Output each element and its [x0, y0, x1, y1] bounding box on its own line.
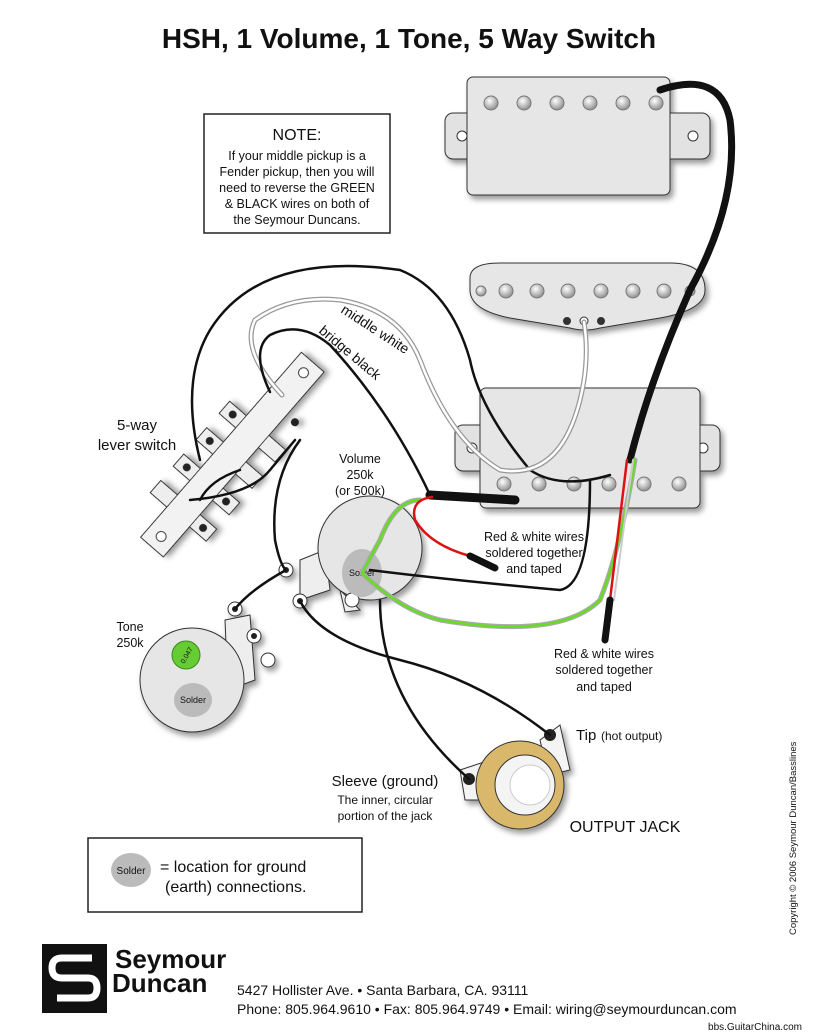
- legend-text: = location for ground: [160, 859, 306, 876]
- output-jack-label: OUTPUT JACK: [570, 819, 681, 836]
- output-jack: [459, 724, 571, 830]
- volume-value: 250k: [346, 468, 374, 482]
- volume-alt-value: (or 500k): [335, 484, 385, 498]
- sleeve-note: The inner, circular: [337, 793, 432, 807]
- red-white-note: Red & white wires: [484, 530, 584, 544]
- legend-box: Solder = location for ground (earth) con…: [87, 837, 363, 913]
- note-heading: NOTE:: [273, 127, 322, 144]
- red-white-note: Red & white wires: [554, 647, 654, 661]
- bridge-humbucker: [454, 387, 721, 509]
- solder-spot: [174, 683, 212, 717]
- red-white-note: and taped: [506, 562, 562, 576]
- middle-single-coil: [469, 262, 706, 331]
- note-line: & BLACK wires on both of: [225, 197, 370, 211]
- wires: [188, 80, 736, 781]
- page-title: HSH, 1 Volume, 1 Tone, 5 Way Switch: [162, 23, 656, 54]
- capacitor: 0.047: [171, 640, 201, 670]
- tone-label: Tone: [116, 620, 143, 634]
- note-line: need to reverse the GREEN: [219, 181, 375, 195]
- footer-address: 5427 Hollister Ave. • Santa Barbara, CA.…: [237, 982, 529, 998]
- tip-note: (hot output): [601, 729, 662, 743]
- neck-humbucker: [444, 76, 711, 196]
- sleeve-label: Sleeve (ground): [332, 773, 439, 790]
- switch-label: lever switch: [98, 437, 176, 454]
- brand-name: Seymour: [115, 944, 226, 974]
- five-way-switch[interactable]: [124, 338, 341, 571]
- seymour-duncan-logo: Seymour Duncan: [42, 944, 226, 1013]
- switch-label: 5-way: [117, 417, 158, 434]
- note-line: If your middle pickup is a: [228, 149, 366, 163]
- footer-contact: Phone: 805.964.9610 • Fax: 805.964.9749 …: [237, 1001, 737, 1017]
- sleeve-note: portion of the jack: [338, 809, 434, 823]
- copyright: Copyright © 2006 Seymour Duncan/Bassline…: [788, 741, 799, 935]
- legend-text: (earth) connections.: [165, 879, 306, 896]
- red-white-note: soldered together: [555, 663, 652, 677]
- tone-value: 250k: [116, 636, 144, 650]
- volume-label: Volume: [339, 452, 381, 466]
- red-white-note: soldered together: [485, 546, 582, 560]
- tone-pot[interactable]: [139, 601, 276, 733]
- note-line: the Seymour Duncans.: [233, 213, 360, 227]
- note-line: Fender pickup, then you will: [220, 165, 375, 179]
- red-white-note: and taped: [576, 680, 632, 694]
- solder-label: Solder: [180, 695, 206, 705]
- tip-label: Tip: [576, 727, 596, 744]
- watermark: bbs.GuitarChina.com: [708, 1022, 802, 1033]
- note-box: NOTE: If your middle pickup is a Fender …: [203, 113, 391, 234]
- brand-name: Duncan: [112, 968, 207, 998]
- legend-solder: Solder: [117, 866, 147, 877]
